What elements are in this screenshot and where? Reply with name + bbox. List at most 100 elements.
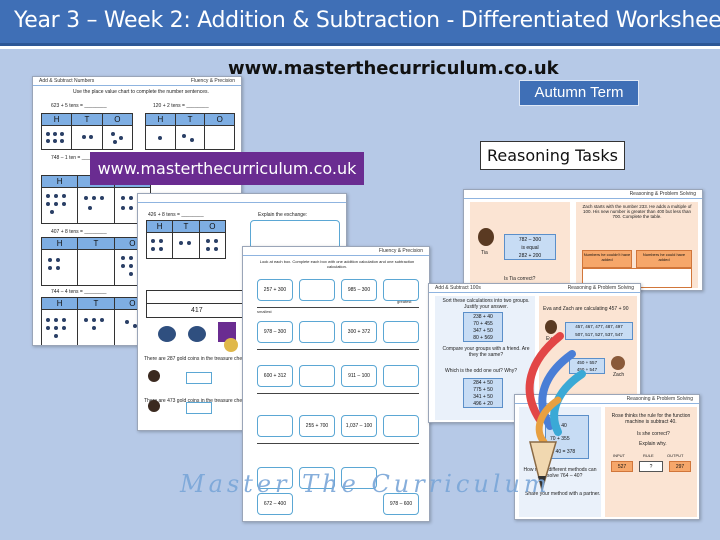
term-badge: Autumn Term bbox=[519, 80, 639, 106]
header-t: T bbox=[72, 114, 103, 125]
header-o: O bbox=[114, 238, 150, 249]
bar-model-value: 417 bbox=[191, 307, 203, 314]
calc-item: ... 40 = 378 bbox=[550, 449, 576, 455]
question-1: 426 + 8 tens = ________ bbox=[148, 212, 204, 218]
question-2: 120 + 2 tens = ________ bbox=[153, 103, 209, 109]
table-header: Numbers he could have added bbox=[636, 250, 692, 268]
header-h: H bbox=[42, 298, 79, 309]
calc-item: 775 + 50 bbox=[473, 387, 493, 393]
odd-one-out: Which is the odd one out? Why? bbox=[445, 368, 517, 374]
blank-box[interactable] bbox=[257, 415, 293, 437]
input-value: 527 bbox=[611, 461, 633, 472]
answer-line: 450 + 557 bbox=[576, 360, 598, 365]
header-o: O bbox=[114, 298, 150, 309]
compare-text: Compare your groups with a friend. Are t… bbox=[442, 346, 530, 358]
header-h: H bbox=[146, 114, 176, 125]
calc-list: 238 + 40 70 + 455 347 + 50 80 + 569 bbox=[463, 312, 503, 342]
calc-card: 782 – 300 is equal 282 + 200 bbox=[504, 234, 556, 260]
answer-box[interactable] bbox=[186, 372, 212, 384]
sheet-instruction: Look at each box. Complete each box with… bbox=[259, 259, 415, 269]
rule-value: ? bbox=[639, 461, 663, 472]
number-line bbox=[257, 349, 419, 350]
calc-item: 70 + 455 bbox=[473, 321, 493, 327]
sheet-title: Add & Subtract Numbers bbox=[39, 78, 95, 84]
blank-box[interactable] bbox=[383, 279, 419, 301]
calc-item: 238 + 40 bbox=[473, 314, 493, 320]
number-line bbox=[257, 443, 419, 444]
question-3: 748 – 1 ten = ________ bbox=[51, 155, 104, 161]
sheet-header bbox=[138, 194, 346, 203]
zach-avatar bbox=[611, 356, 625, 370]
calc-list: 284 + 50 775 + 50 341 + 50 496 + 20 bbox=[463, 378, 503, 408]
calc-box[interactable]: 257 + 300 bbox=[257, 279, 293, 301]
problem-text: Zach starts with the number 233. He adds… bbox=[582, 204, 692, 219]
page-title: Year 3 – Week 2: Addition & Subtraction … bbox=[14, 8, 720, 33]
sheet-corner-label: Reasoning & Problem Solving bbox=[626, 396, 693, 402]
watermark-text: Master The Curriculum bbox=[180, 470, 551, 498]
header-h: H bbox=[42, 238, 79, 249]
sheet-corner-label: Fluency & Precision bbox=[190, 78, 235, 84]
sheet-header: Fluency & Precision bbox=[243, 247, 429, 256]
eva-avatar bbox=[545, 320, 557, 334]
question-1: 623 + 5 tens = ________ bbox=[51, 103, 107, 109]
blank-box[interactable] bbox=[383, 415, 419, 437]
overlay-url-banner: www.masterthecurriculum.co.uk bbox=[90, 152, 364, 185]
number-sequence: 457, 467, 477, 487, 497 507, 517, 527, 5… bbox=[565, 322, 633, 340]
blank-box[interactable] bbox=[383, 365, 419, 387]
character-name: Zach bbox=[613, 372, 625, 378]
calc-box[interactable]: 600 + 312 bbox=[257, 365, 293, 387]
worksheet-calculations[interactable]: Fluency & Precision Look at each box. Co… bbox=[242, 246, 430, 522]
question: Is she correct? bbox=[637, 431, 670, 437]
coin-icon bbox=[224, 338, 238, 352]
smallest-label: smallest bbox=[257, 309, 272, 314]
sequence-line: 507, 517, 527, 537, 547 bbox=[575, 332, 623, 337]
sequence-line: 457, 467, 477, 487, 497 bbox=[575, 324, 623, 329]
calc-box[interactable]: 300 + 372 bbox=[341, 321, 377, 343]
calc-box[interactable]: 985 – 300 bbox=[341, 279, 377, 301]
blank-box[interactable] bbox=[341, 467, 377, 489]
blank-box[interactable] bbox=[257, 467, 293, 489]
calc-box[interactable]: 255 + 700 bbox=[299, 415, 335, 437]
calc-box[interactable]: 1,037 – 100 bbox=[341, 415, 377, 437]
sheet-corner-label: Fluency & Precision bbox=[378, 248, 423, 254]
header-t: T bbox=[173, 221, 200, 232]
blank-box[interactable] bbox=[299, 279, 335, 301]
calc-box[interactable]: 978 – 600 bbox=[383, 493, 419, 515]
calc-box[interactable]: 978 – 300 bbox=[257, 321, 293, 343]
header-h: H bbox=[42, 114, 73, 125]
question: Is Tia correct? bbox=[504, 276, 536, 282]
character-name: Eva bbox=[546, 336, 555, 342]
worksheet-function-machine[interactable]: Reasoning & Problem Solving 80 + 40 70 +… bbox=[514, 394, 700, 520]
blank-box[interactable] bbox=[299, 365, 335, 387]
calc-box[interactable]: 672 – 400 bbox=[257, 493, 293, 515]
header-t: T bbox=[175, 114, 206, 125]
blank-box[interactable] bbox=[299, 467, 335, 489]
answer-card: 450 + 557 450 + 547 bbox=[569, 358, 605, 374]
blank-box[interactable] bbox=[383, 321, 419, 343]
worksheet-reasoning-tia[interactable]: Reasoning & Problem Solving Tia 782 – 30… bbox=[463, 189, 703, 291]
girl-avatar bbox=[478, 228, 494, 246]
blank-box[interactable] bbox=[299, 321, 335, 343]
calc-box[interactable]: 911 – 100 bbox=[341, 365, 377, 387]
calc-item: 80 + 569 bbox=[473, 335, 493, 341]
methods-question: How many different methods can you solve… bbox=[523, 467, 597, 479]
site-url: www.masterthecurriculum.co.uk bbox=[228, 58, 559, 79]
answer-box[interactable] bbox=[186, 402, 212, 414]
sheet-instruction: Use the place value chart to complete th… bbox=[73, 89, 209, 95]
header-t: T bbox=[78, 298, 115, 309]
table-header: Numbers he couldn’t have added bbox=[582, 250, 632, 268]
calc-line: 282 + 200 bbox=[518, 253, 542, 259]
pencil-logo-icon bbox=[525, 332, 586, 493]
sheet-header: Add & Subtract 100s Reasoning & Problem … bbox=[429, 284, 640, 293]
calc-item: 341 + 50 bbox=[473, 394, 493, 400]
answer-line: 450 + 547 bbox=[576, 367, 598, 372]
sheet-title: Add & Subtract 100s bbox=[435, 285, 481, 291]
sort-heading: Sort these calculations into two groups.… bbox=[442, 298, 530, 310]
rule-label: RULE bbox=[643, 453, 654, 458]
story-text: Eva and Zach are calculating 457 + 90 bbox=[543, 306, 629, 312]
reasoning-badge: Reasoning Tasks bbox=[480, 141, 625, 170]
pirate-icon bbox=[148, 400, 160, 412]
